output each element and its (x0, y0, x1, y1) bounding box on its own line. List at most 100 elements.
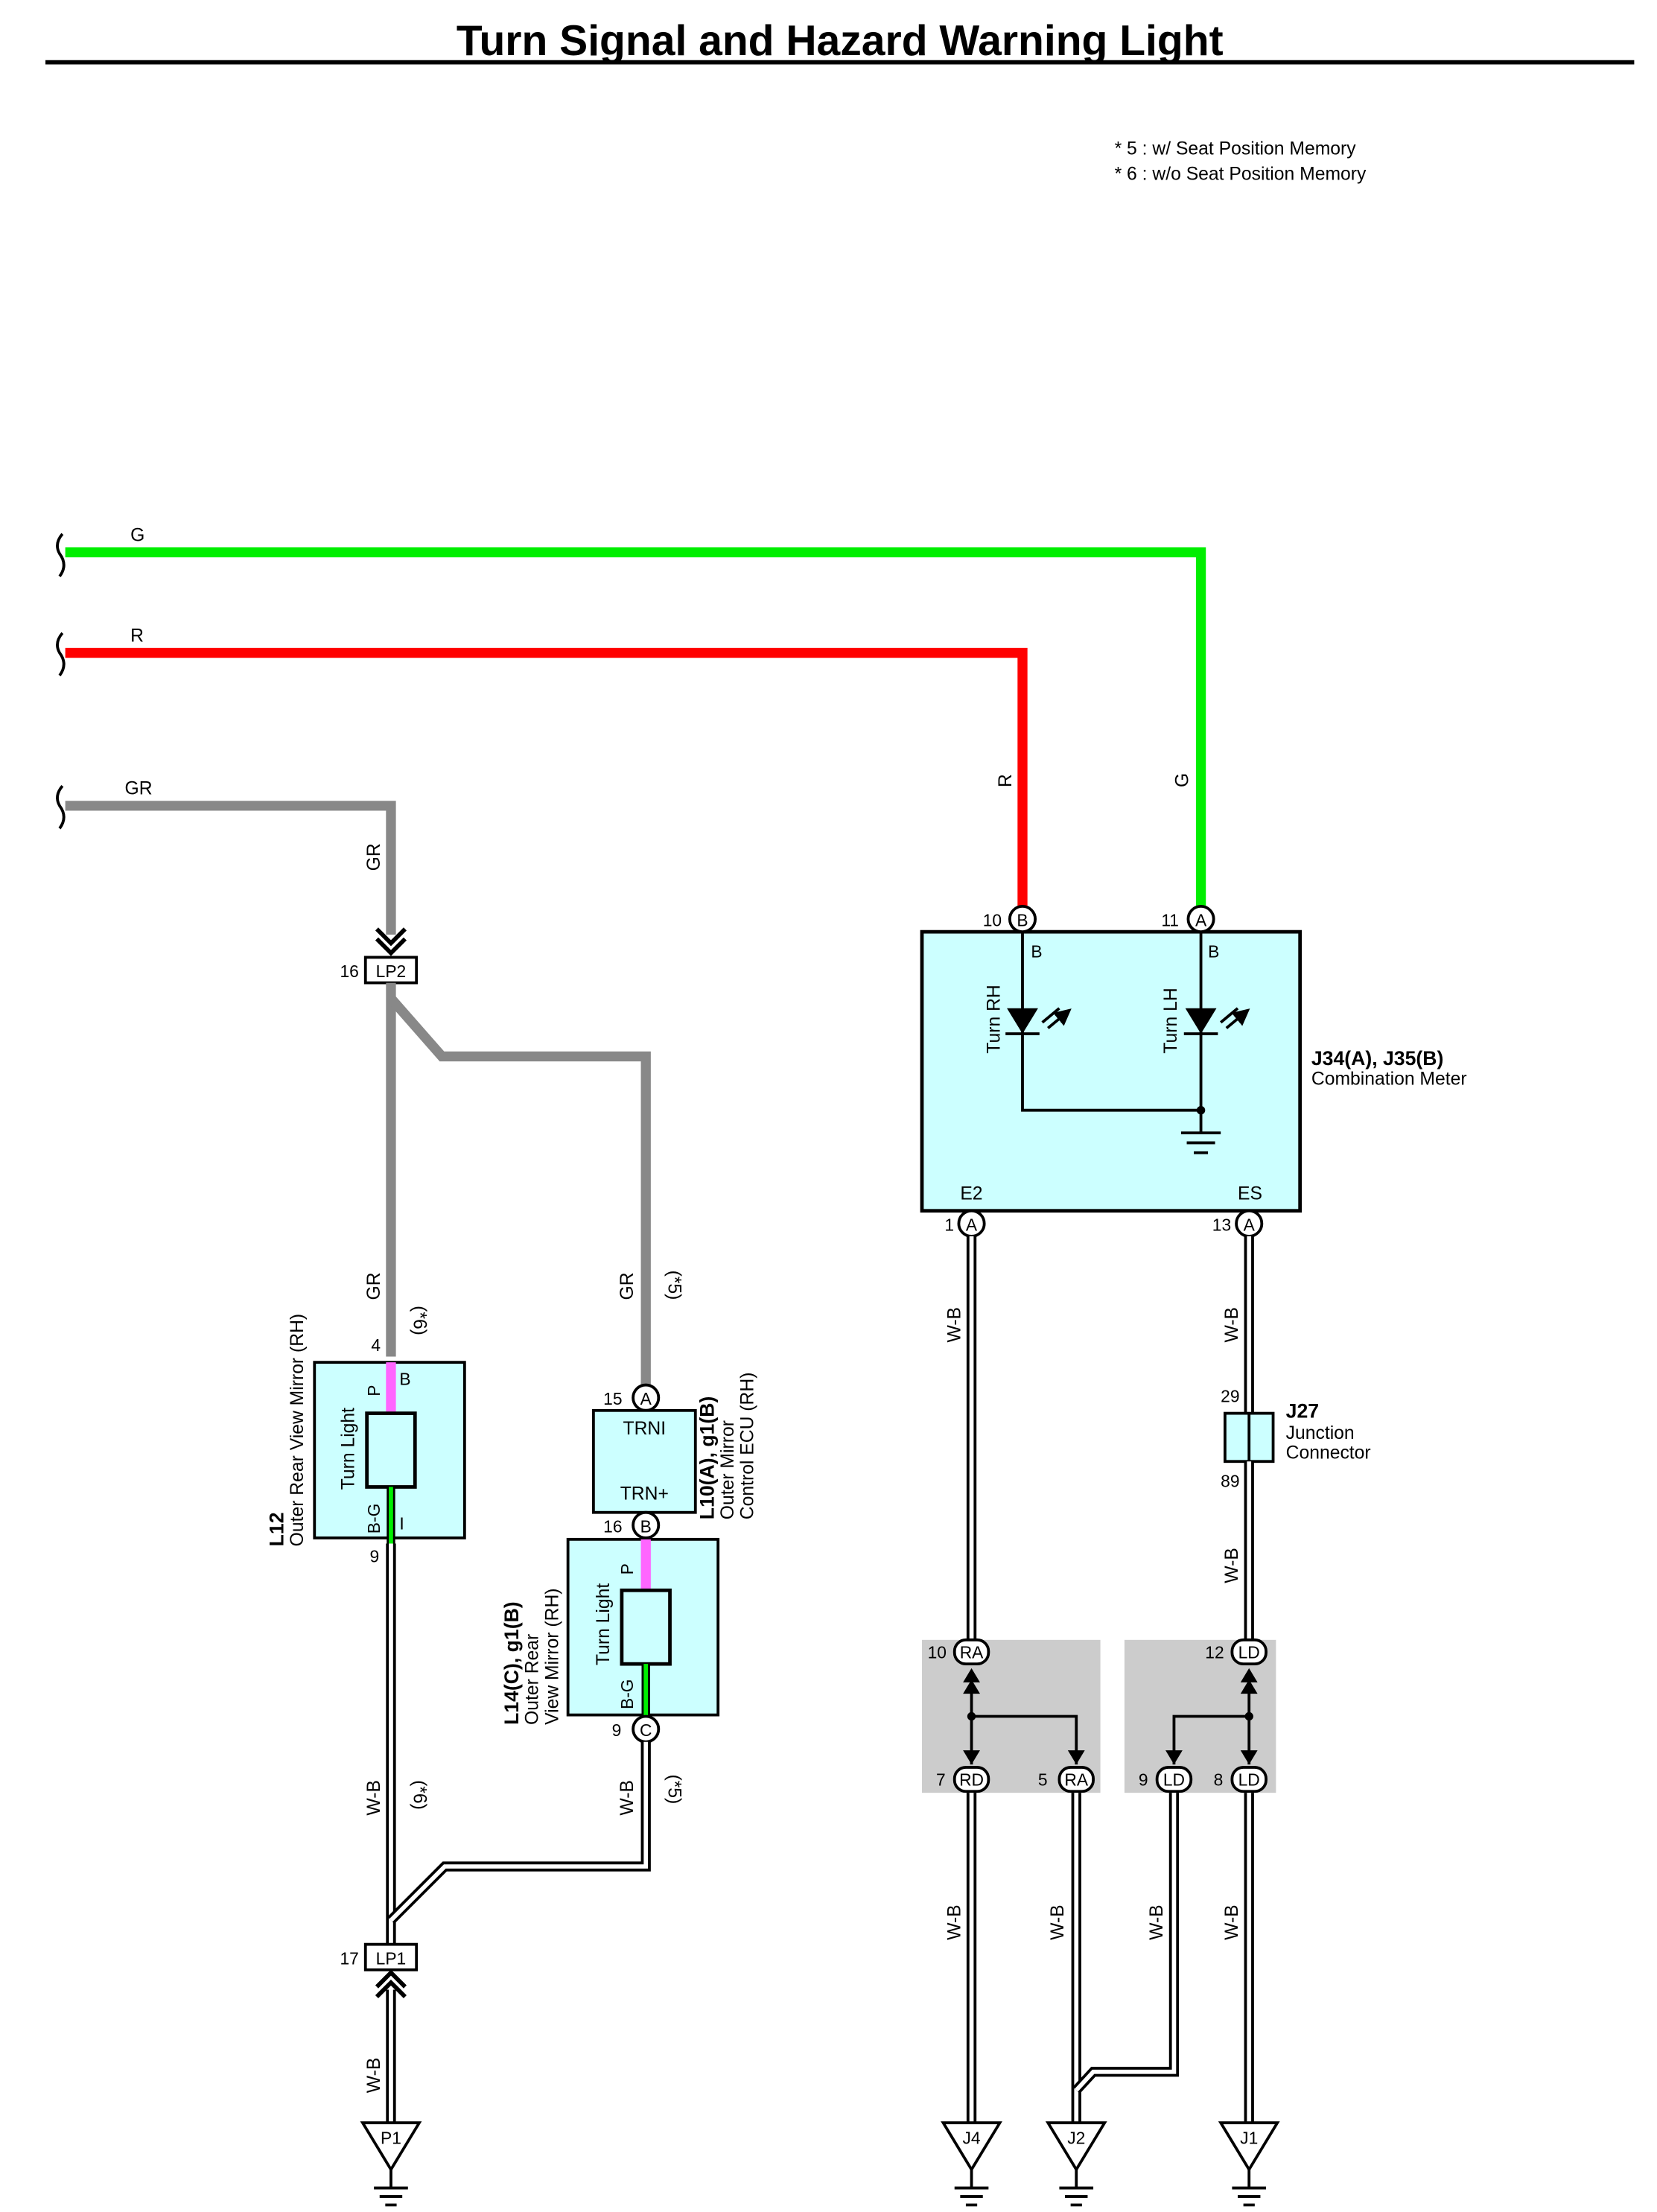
j27-desc-1: Junction (1286, 1423, 1355, 1443)
wire-r-vert-label: R (996, 774, 1016, 787)
e2-wire-wb-label: W-B (944, 1307, 964, 1343)
wire-r-label: R (130, 626, 144, 646)
lp2-connector (363, 956, 419, 985)
l14-wire-wb-outer (387, 1741, 651, 1925)
jb-ra-top (952, 1638, 990, 1666)
ra5-wire-wb-label: W-B (1048, 1904, 1068, 1940)
meter-es: ES (1238, 1183, 1262, 1204)
wire-g-vert-label: G (1172, 773, 1192, 787)
jb-ld-top-pin: 12 (1205, 1643, 1224, 1662)
turn-rh-led-rays (1041, 1008, 1065, 1029)
l14-wire-wb-label: W-B (617, 1780, 637, 1816)
l14-wire-wb-note: (*5) (664, 1774, 684, 1804)
diagram-title: Turn Signal and Hazard Warning Light (457, 17, 1224, 65)
wire-gr-l10-note: (*5) (664, 1271, 684, 1300)
turn-rh-label: Turn RH (985, 985, 1005, 1053)
l10-desc-2: Control ECU (RH) (738, 1373, 758, 1520)
es-wire-wb-label: W-B (1222, 1307, 1242, 1343)
l10-pin-15: 15 (603, 1389, 622, 1408)
wire-g-break-mark (56, 533, 66, 578)
ground-j4-triangle (941, 2121, 1002, 2173)
l12-turn-light-label: Turn Light (339, 1408, 359, 1490)
jb-ld-top (1230, 1638, 1268, 1666)
l12-wire-wb-note: (*6) (409, 1780, 429, 1810)
l12-i: I (399, 1514, 404, 1534)
jb-ra-bottom (1058, 1766, 1095, 1793)
l12-bg: B-G (364, 1504, 384, 1534)
j27-pin-29: 29 (1221, 1386, 1239, 1405)
meter-conn-a: A (1195, 911, 1207, 930)
wire-gr-vert-label: GR (364, 843, 384, 871)
ground-p1-symbol (374, 2169, 408, 2207)
ground-j1-label: J1 (1240, 2129, 1258, 2148)
turn-lh-label: Turn LH (1161, 988, 1181, 1053)
j27-desc-2: Connector (1286, 1443, 1371, 1463)
jb-rd-label: RD (959, 1770, 984, 1790)
l14-desc-2: View Mirror (RH) (542, 1588, 562, 1724)
wire-g-label: G (130, 525, 144, 545)
jb-ld-8-label: LD (1238, 1770, 1260, 1790)
lp1-connector (363, 1942, 419, 1971)
jb-right-node-1 (967, 1712, 976, 1721)
l12-b: B (399, 1370, 410, 1389)
meter-b-left: B (1031, 941, 1042, 961)
ground-j2-symbol (1059, 2169, 1094, 2207)
wire-gr-branch (387, 995, 651, 1385)
j27-pin-89: 89 (1221, 1471, 1239, 1490)
jb-left-arrow-down-2 (1165, 1750, 1183, 1765)
l12-desc: Outer Rear View Mirror (RH) (287, 1314, 308, 1547)
l14-p: P (617, 1563, 637, 1574)
jb-left-node-1 (1244, 1712, 1253, 1721)
jb-rd-pin: 7 (936, 1770, 946, 1790)
ld9-wire-wb-inner (1075, 1793, 1177, 2092)
ground-j2-triangle (1045, 2121, 1107, 2173)
jb-ra-bottom-pin: 5 (1038, 1770, 1048, 1790)
jb-ld-9-pin: 9 (1139, 1770, 1148, 1790)
l10-conn-a: A (640, 1389, 652, 1408)
jb-left-arrow-up (1240, 1668, 1258, 1694)
turn-lh-led-rays (1219, 1008, 1243, 1029)
jb-right-arrow-down-1 (963, 1750, 980, 1765)
l14-id: L14(C), g1(B) (500, 1601, 523, 1725)
l14-desc-1: Outer Rear (523, 1634, 543, 1725)
jb-ra-bottom-label: RA (1064, 1770, 1088, 1790)
l14-turn-light (620, 1588, 672, 1666)
turn-rh-led (1007, 1008, 1038, 1035)
meter-pin-11: 11 (1161, 911, 1179, 930)
l10-pin-16: 16 (603, 1516, 622, 1536)
rd-wire-wb-label: W-B (944, 1904, 964, 1940)
meter-pin-1: 1 (944, 1215, 954, 1234)
lp2-pin: 16 (340, 962, 359, 981)
l12-pin-9: 9 (369, 1546, 379, 1566)
l10-trn-plus: TRN+ (620, 1484, 669, 1504)
l12-pin-4: 4 (371, 1335, 381, 1355)
wire-gr-l12-note: (*6) (409, 1306, 429, 1335)
j27-id: J27 (1286, 1399, 1319, 1422)
j27-wire-wb-label: W-B (1222, 1548, 1242, 1583)
l14-bg: B-G (617, 1679, 637, 1709)
jb-ld-9 (1155, 1766, 1193, 1793)
meter-name: J34(A), J35(B) (1311, 1047, 1443, 1070)
ground-j2-label: J2 (1067, 2129, 1085, 2148)
meter-e2: E2 (960, 1183, 982, 1204)
note-6: * 6 : w/o Seat Position Memory (1115, 164, 1367, 184)
combination-meter (920, 929, 1303, 1213)
l10-desc-1: Outer Mirror (718, 1420, 738, 1519)
jb-ld-8-pin: 8 (1214, 1770, 1224, 1790)
jb-ra-top-pin: 10 (928, 1643, 947, 1662)
l10-trni: TRNI (623, 1419, 666, 1439)
jb-ra-top-label: RA (960, 1643, 984, 1662)
meter-conn-a-e2: A (966, 1215, 978, 1234)
lp1-wire-wb-label: W-B (364, 2058, 384, 2094)
lp1-label: LP1 (376, 1948, 407, 1968)
lp2-label: LP2 (376, 962, 407, 981)
ld9-wire-wb-outer (1072, 1793, 1180, 2094)
ld8-wire-wb-label: W-B (1222, 1904, 1242, 1940)
jb-ld-9-label: LD (1163, 1770, 1185, 1790)
wire-gr-break-mark (56, 785, 66, 830)
ground-j1-symbol (1232, 2169, 1267, 2207)
ground-j4-symbol (954, 2169, 989, 2207)
meter-pin-13: 13 (1212, 1215, 1231, 1234)
l12-p: P (364, 1385, 384, 1396)
